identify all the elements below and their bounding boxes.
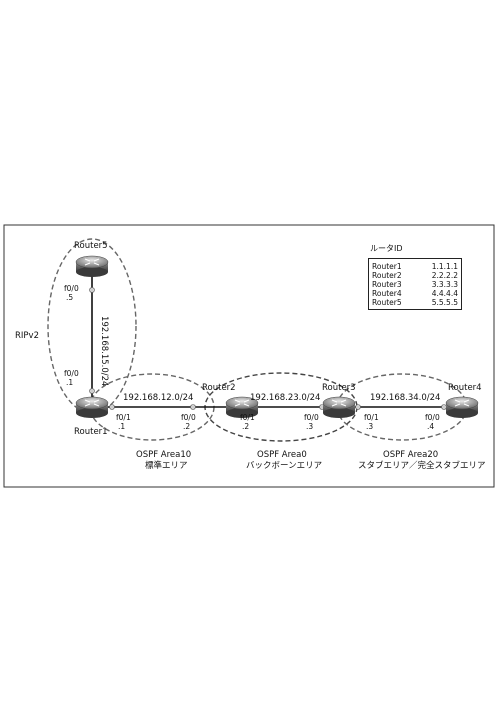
router-id-value: 1.1.1.1 xyxy=(431,262,458,271)
rip-area-label: RIPv2 xyxy=(15,331,39,341)
router-id-table: Router1 1.1.1.1 Router2 2.2.2.2 Router3 … xyxy=(368,258,462,310)
router-id-router: Router1 xyxy=(372,262,402,271)
r2-right-ip-label: .2 xyxy=(242,422,249,431)
r3-left-interface-label: f0/0 xyxy=(304,413,319,422)
router-id-title: ルータID xyxy=(370,244,403,253)
area20-type-label: スタブエリア／完全スタブエリア xyxy=(358,460,486,471)
area10-name-label: OSPF Area10 xyxy=(136,450,191,460)
r3-right-ip-label: .3 xyxy=(366,422,373,431)
router1-icon[interactable] xyxy=(75,396,109,418)
router2-icon[interactable] xyxy=(225,396,259,418)
r4-interface-label: f0/0 xyxy=(425,413,440,422)
router-id-value: 4.4.4.4 xyxy=(431,289,458,298)
r4-ip-label: .4 xyxy=(427,422,434,431)
router4-label: Router4 xyxy=(448,383,482,393)
router5-label: Router5 xyxy=(74,241,108,251)
router3-icon[interactable] xyxy=(322,396,356,418)
router-id-row: Router2 2.2.2.2 xyxy=(372,271,458,280)
network-label-r3-r4: 192.168.34.0/24 xyxy=(370,393,440,403)
router-id-row: Router4 4.4.4.4 xyxy=(372,289,458,298)
router-id-router: Router5 xyxy=(372,298,402,307)
r2-right-interface-label: f0/1 xyxy=(240,413,255,422)
router5-icon[interactable] xyxy=(75,255,109,277)
router-id-router: Router2 xyxy=(372,271,402,280)
r2-left-interface-label: f0/0 xyxy=(181,413,196,422)
router4-icon[interactable] xyxy=(445,396,479,418)
r2-left-ip-label: .2 xyxy=(183,422,190,431)
router-id-value: 5.5.5.5 xyxy=(431,298,458,307)
r1-up-interface-label: f0/0 xyxy=(64,369,79,378)
diagram-frame xyxy=(3,224,495,488)
router-id-router: Router4 xyxy=(372,289,402,298)
area0-name-label: OSPF Area0 xyxy=(257,450,307,460)
area20-name-label: OSPF Area20 xyxy=(383,450,438,460)
area0-type-label: バックボーンエリア xyxy=(246,461,322,471)
r5-ip-label: .5 xyxy=(66,293,73,302)
network-label-r1-r2: 192.168.12.0/24 xyxy=(123,393,193,403)
router-id-value: 3.3.3.3 xyxy=(431,280,458,289)
r1-up-ip-label: .1 xyxy=(66,378,73,387)
router2-label: Router2 xyxy=(202,383,236,393)
router-id-router: Router3 xyxy=(372,280,402,289)
r1-right-ip-label: .1 xyxy=(118,422,125,431)
router-id-value: 2.2.2.2 xyxy=(431,271,458,280)
r1-right-interface-label: f0/1 xyxy=(116,413,131,422)
network-label-r2-r3: 192.168.23.0/24 xyxy=(250,393,320,403)
router1-label: Router1 xyxy=(74,427,108,437)
network-label-r1-r5: 192.168.15.0/24 xyxy=(99,316,109,386)
area10-type-label: 標準エリア xyxy=(145,460,188,471)
router-id-row: Router5 5.5.5.5 xyxy=(372,298,458,307)
r3-left-ip-label: .3 xyxy=(306,422,313,431)
r5-interface-label: f0/0 xyxy=(64,284,79,293)
r3-right-interface-label: f0/1 xyxy=(364,413,379,422)
router-id-row: Router1 1.1.1.1 xyxy=(372,262,458,271)
router3-label: Router3 xyxy=(322,383,356,393)
router-id-row: Router3 3.3.3.3 xyxy=(372,280,458,289)
